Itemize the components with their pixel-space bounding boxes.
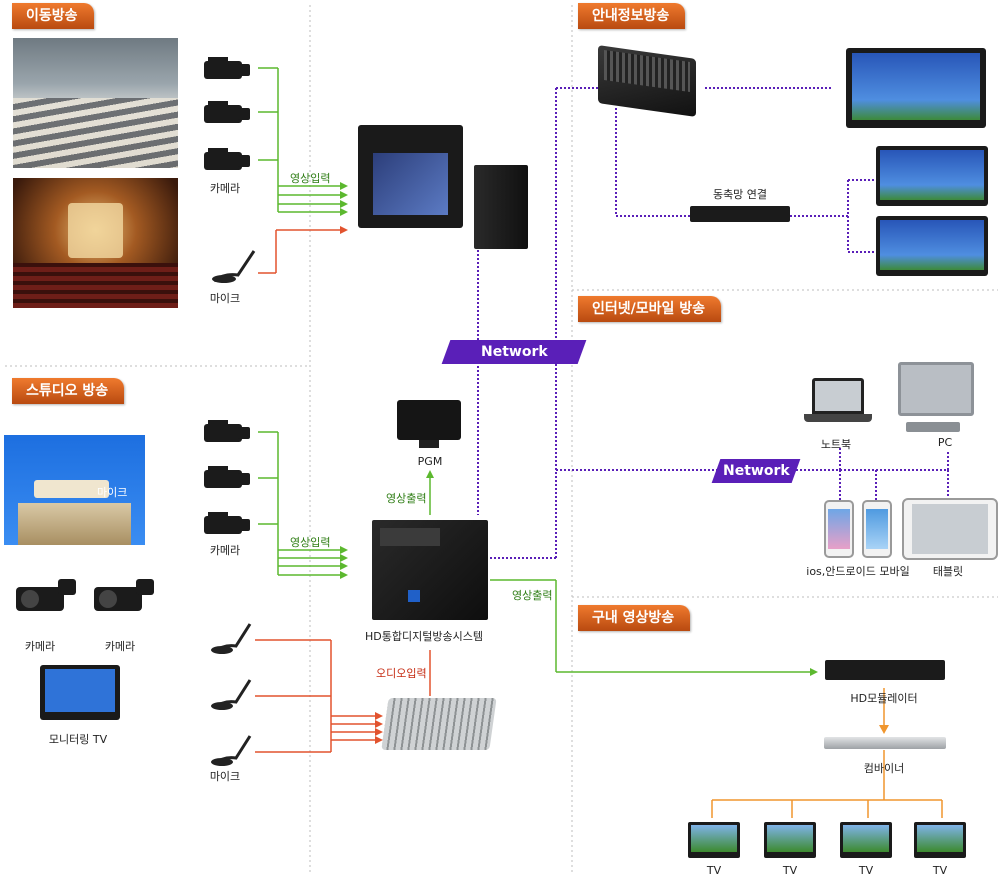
audio-mixer xyxy=(381,698,497,750)
monitoring-tv xyxy=(40,665,120,720)
mic-label: 마이크 xyxy=(209,292,241,305)
pgm-stand xyxy=(419,440,439,448)
hd-system-label: HD통합디지털방송시스템 xyxy=(365,630,483,643)
pgm-label: PGM xyxy=(417,455,443,468)
combiner-label: 컴바이너 xyxy=(863,762,905,775)
tv-icon xyxy=(840,822,892,858)
laptop-base xyxy=(804,414,872,422)
tv-label: TV xyxy=(782,864,798,877)
tablet-label: 태블릿 xyxy=(932,565,964,578)
microphone-icon xyxy=(211,623,252,766)
tv-icon xyxy=(688,822,740,858)
tablet xyxy=(902,498,998,560)
video-output-label: 영상출력 xyxy=(386,492,427,505)
info-display xyxy=(846,48,986,128)
camera-icon xyxy=(16,579,154,611)
tv-icon xyxy=(914,822,966,858)
monitor-tv-label: 모니터링 TV xyxy=(48,733,108,746)
tv-icon xyxy=(764,822,816,858)
section-tag-studio: 스튜디오 방송 xyxy=(12,378,125,404)
info-display xyxy=(876,146,988,206)
camera-icon xyxy=(204,57,250,170)
server-tower xyxy=(474,165,528,249)
tv-label: TV xyxy=(858,864,874,877)
studio-set-photo xyxy=(4,435,145,545)
coax-label: 동축망 연결 xyxy=(712,188,768,201)
pc-label: PC xyxy=(937,436,953,449)
concert-hall-photo xyxy=(13,178,178,308)
camera-icon xyxy=(204,420,250,534)
pgm-monitor xyxy=(397,400,461,440)
network-badge: Network xyxy=(711,459,801,483)
section-tag-inhouse: 구내 영상방송 xyxy=(578,605,691,631)
combiner xyxy=(824,737,946,749)
audio-input-label: 오디오입력 xyxy=(376,667,427,680)
section-tag-internet: 인터넷/모바일 방송 xyxy=(578,296,722,322)
tv-label: TV xyxy=(706,864,722,877)
network-badge: Network xyxy=(441,340,587,364)
phones-label: ios,안드로이드 모바일 xyxy=(806,565,910,578)
video-input-label: 영상입력 xyxy=(290,172,331,185)
keyboard xyxy=(906,422,960,432)
camera-label: 카메라 xyxy=(24,640,56,653)
laptop xyxy=(812,378,864,414)
encoder-monitor xyxy=(358,125,463,228)
video-input-label: 영상입력 xyxy=(290,536,331,549)
section-tag-info: 안내정보방송 xyxy=(578,3,686,29)
video-output-label: 영상출력 xyxy=(512,589,553,602)
smartphone xyxy=(862,500,892,558)
camera-label: 카메라 xyxy=(209,182,241,195)
studio-mic-label: 마이크 xyxy=(97,486,128,499)
camera-label: 카메라 xyxy=(209,544,241,557)
classroom-photo xyxy=(13,38,178,168)
hd-modulator-label: HD모듈레이터 xyxy=(850,692,918,705)
microphone-icon xyxy=(212,250,256,283)
section-tag-mobile: 이동방송 xyxy=(12,3,94,29)
desktop-pc xyxy=(898,362,974,416)
laptop-label: 노트북 xyxy=(820,438,852,451)
coax-modulator xyxy=(690,206,790,222)
smartphone xyxy=(824,500,854,558)
hd-modulator xyxy=(825,660,945,680)
mic-label: 마이크 xyxy=(209,770,241,783)
tv-label: TV xyxy=(932,864,948,877)
camera-label: 카메라 xyxy=(104,640,136,653)
hd-broadcast-system xyxy=(372,520,488,620)
info-display xyxy=(876,216,988,276)
